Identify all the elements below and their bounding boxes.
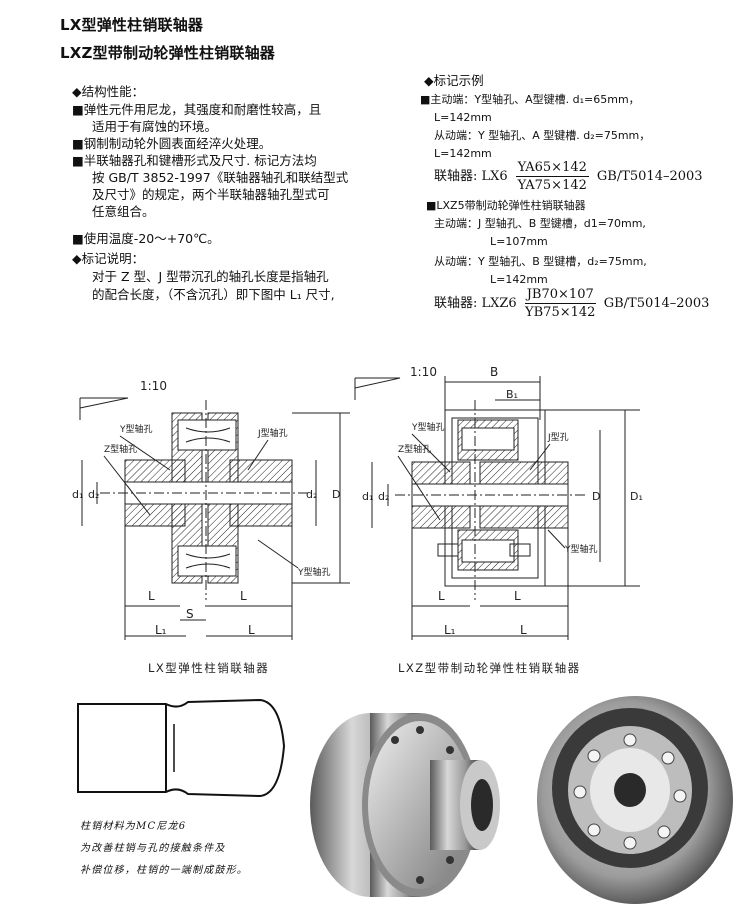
lx-label-y-hole: Y型轴孔 — [119, 423, 153, 435]
lx-dim-L-bottom: L — [248, 623, 255, 637]
ex1-label: 联轴器: LX6 — [434, 169, 508, 184]
lxz-label-y-hole-2: Y型轴孔 — [564, 543, 598, 555]
note-line-1: 对于 Z 型、J 型带沉孔的轴孔长度是指轴孔 — [92, 269, 329, 284]
feature-3-a: ■半联轴器孔和键槽形式及尺寸. 标记方法均 — [72, 153, 317, 168]
lx-dim-L-left: L — [148, 589, 155, 603]
feature-3-b: 按 GB/T 3852-1997《联轴器轴孔和联结型式 — [92, 170, 349, 185]
lxz-dim-L-left: L — [438, 589, 445, 603]
pin-profile-drawing — [77, 698, 286, 798]
ex1-driven: 从动端：Y 型轴孔、A 型键槽. d₂=75mm， — [434, 129, 651, 142]
ex1-drive-l: L=142mm — [434, 111, 492, 124]
lx-coupling-photo — [310, 713, 500, 897]
lx-scale: 1:10 — [140, 379, 167, 393]
ex2-numerator: JB70×107 — [524, 287, 596, 304]
lx-caption: LX型弹性柱销联轴器 — [148, 661, 269, 675]
feature-1-a: ■弹性元件用尼龙，其强度和耐磨性较高，且 — [72, 102, 322, 117]
lxz-dim-D: D — [592, 490, 600, 503]
ex2-heading: ■LXZ5带制动轮弹性柱销联轴器 — [426, 199, 586, 212]
technical-drawings: 1:10 Y型轴孔 J型轴孔 Z型轴孔 Y型轴孔 d₁ d₂ d — [72, 365, 643, 675]
feature-3-c: 及尺寸》的规定，两个半联轴器轴孔型式可 — [92, 187, 330, 202]
pin-note-1: 柱销材料为MC尼龙6 — [80, 821, 187, 832]
ex2-drive-l: L=107mm — [490, 235, 548, 248]
lxz-label-y-hole: Y型轴孔 — [411, 421, 445, 433]
lx-dim-dz: d₂ — [88, 488, 99, 501]
pin-note-3: 补偿位移，柱销的一端制成鼓形。 — [80, 865, 248, 876]
lx-dim-d1: d₁ — [72, 488, 83, 501]
lxz-dim-d1: d₁ — [362, 490, 373, 503]
lxz-drawing: 1:10 B B₁ Y型轴孔 Z型轴孔 J型孔 Y型轴孔 — [354, 365, 643, 675]
ex2-driven: 从动端：Y 型轴孔、B 型键槽，d₂=75mm, — [434, 255, 647, 268]
title-lx: LX型弹性柱销联轴器 — [60, 16, 204, 34]
ex2-drive: 主动端：J 型轴孔、B 型键槽，d1=70mm, — [434, 217, 646, 230]
ex2-label: 联轴器: LXZ6 — [434, 296, 517, 311]
structure-heading: ◆结构性能： — [72, 84, 145, 99]
lxz-label-j-hole: J型孔 — [547, 432, 569, 443]
lxz-dim-L-right: L — [514, 589, 521, 603]
lxz-dim-D1: D₁ — [630, 490, 643, 503]
lx-dim-L-right: L — [240, 589, 247, 603]
lxz-coupling-photo — [537, 696, 733, 904]
lx-dim-D: D — [332, 488, 340, 501]
ex2-denominator: YB75×142 — [525, 305, 596, 320]
pin-note-2: 为改善柱销与孔的接触条件及 — [80, 843, 226, 854]
lxz-dim-B1: B₁ — [506, 388, 518, 401]
lxz-dim-L1: L₁ — [444, 623, 456, 637]
lx-dim-S: S — [186, 607, 194, 621]
ex1-driven-l: L=142mm — [434, 147, 492, 160]
ex1-drive: ■主动端：Y型轴孔、A型键槽. d₁=65mm， — [420, 93, 640, 106]
feature-4: ■使用温度-20～+70℃。 — [72, 231, 220, 246]
lxz-caption: LXZ型带制动轮弹性柱销联轴器 — [398, 661, 581, 675]
ex1-denominator: YA75×142 — [517, 178, 587, 193]
lxz-scale: 1:10 — [410, 365, 437, 379]
feature-1-b: 适用于有腐蚀的环境。 — [92, 119, 218, 134]
lxz-dim-L-bottom: L — [520, 623, 527, 637]
ex1-standard: GB/T5014–2003 — [596, 169, 703, 184]
lxz-dim-B: B — [490, 365, 498, 379]
title-lxz: LXZ型带制动轮弹性柱销联轴器 — [60, 44, 276, 62]
feature-3-d: 任意组合。 — [92, 204, 155, 219]
ex1-numerator: YA65×142 — [515, 160, 589, 177]
lx-dim-d2: d₂ — [306, 488, 317, 501]
notes-heading: ◆标记说明： — [72, 251, 145, 266]
lx-drawing: 1:10 Y型轴孔 J型轴孔 Z型轴孔 Y型轴孔 d₁ d₂ d — [72, 379, 350, 675]
ex2-standard: GB/T5014–2003 — [603, 296, 710, 311]
ex2-driven-l: L=142mm — [490, 273, 548, 286]
feature-2: ■钢制制动轮外圆表面经淬火处理。 — [72, 136, 272, 151]
lx-label-j-hole: J型轴孔 — [257, 427, 288, 439]
marking-heading: ◆标记示例 — [424, 73, 484, 88]
note-line-2: 的配合长度，（不含沉孔）即下图中 L₁ 尺寸, — [92, 287, 335, 302]
lx-label-y-hole-2: Y型轴孔 — [297, 566, 331, 578]
lx-dim-L1: L₁ — [155, 623, 167, 637]
lx-label-z-hole: Z型轴孔 — [104, 443, 137, 455]
lxz-label-z-hole: Z型轴孔 — [398, 443, 431, 455]
lxz-dim-d2: d₂ — [378, 490, 389, 503]
